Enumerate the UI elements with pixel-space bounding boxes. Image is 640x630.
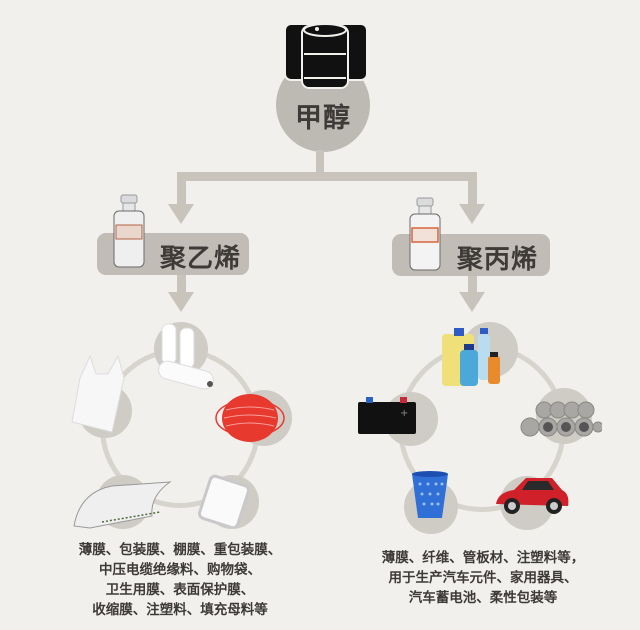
polypropylene-label: 聚丙烯 (457, 245, 539, 275)
pipes-icon (520, 401, 602, 437)
polyethylene-label: 聚乙烯 (160, 244, 242, 274)
arrow-down-icon (459, 204, 485, 224)
reagent-bottle-icon (409, 197, 441, 271)
plastic-bag-icon (71, 354, 125, 433)
pe-applications-line: 中压电缆绝缘料、购物袋、 (99, 562, 261, 578)
pp-applications-line: 薄膜、纤维、管板材、注塑料等， (381, 550, 585, 566)
left-connector (177, 172, 324, 181)
plastic-tray-icon (198, 474, 251, 528)
left-down-line (177, 172, 186, 208)
pp-applications-line: 汽车蓄电池、柔性包装等 (408, 590, 558, 606)
blue-waste-basket-icon (412, 471, 448, 518)
arrow-down-icon (459, 292, 485, 312)
red-cable-coil-icon (215, 394, 285, 442)
root-label: 甲醇 (295, 103, 351, 134)
root-stem (316, 150, 324, 176)
pe-applications-line: 卫生用膜、表面保护膜、 (105, 582, 255, 598)
plastic-bottles-icon (442, 328, 500, 386)
greenhouse-film-icon (73, 481, 172, 529)
right-stem-2 (468, 276, 477, 296)
pp-applications: 薄膜、纤维、管板材、注塑料等， 用于生产汽车元件、家用器具、 汽车蓄电池、柔性包… (348, 548, 618, 608)
reagent-bottle-icon (113, 194, 145, 268)
arrow-down-icon (168, 204, 194, 224)
pp-applications-line: 用于生产汽车元件、家用器具、 (388, 570, 578, 586)
right-connector (324, 172, 477, 181)
pe-applications: 薄膜、包装膜、棚膜、重包装膜、 中压电缆绝缘料、购物袋、 卫生用膜、表面保护膜、… (40, 540, 320, 620)
right-down-line (468, 172, 477, 208)
svg-text:+: + (400, 408, 408, 419)
left-stem-2 (177, 275, 186, 295)
film-rolls-icon (158, 323, 214, 390)
red-car-icon (496, 478, 569, 514)
oil-barrels-icon (284, 23, 368, 89)
pe-applications-line: 收缩膜、注塑料、填充母料等 (92, 602, 268, 618)
pe-applications-line: 薄膜、包装膜、棚膜、重包装膜、 (78, 542, 282, 558)
arrow-down-icon (168, 292, 194, 312)
car-battery-icon: + (358, 397, 416, 434)
